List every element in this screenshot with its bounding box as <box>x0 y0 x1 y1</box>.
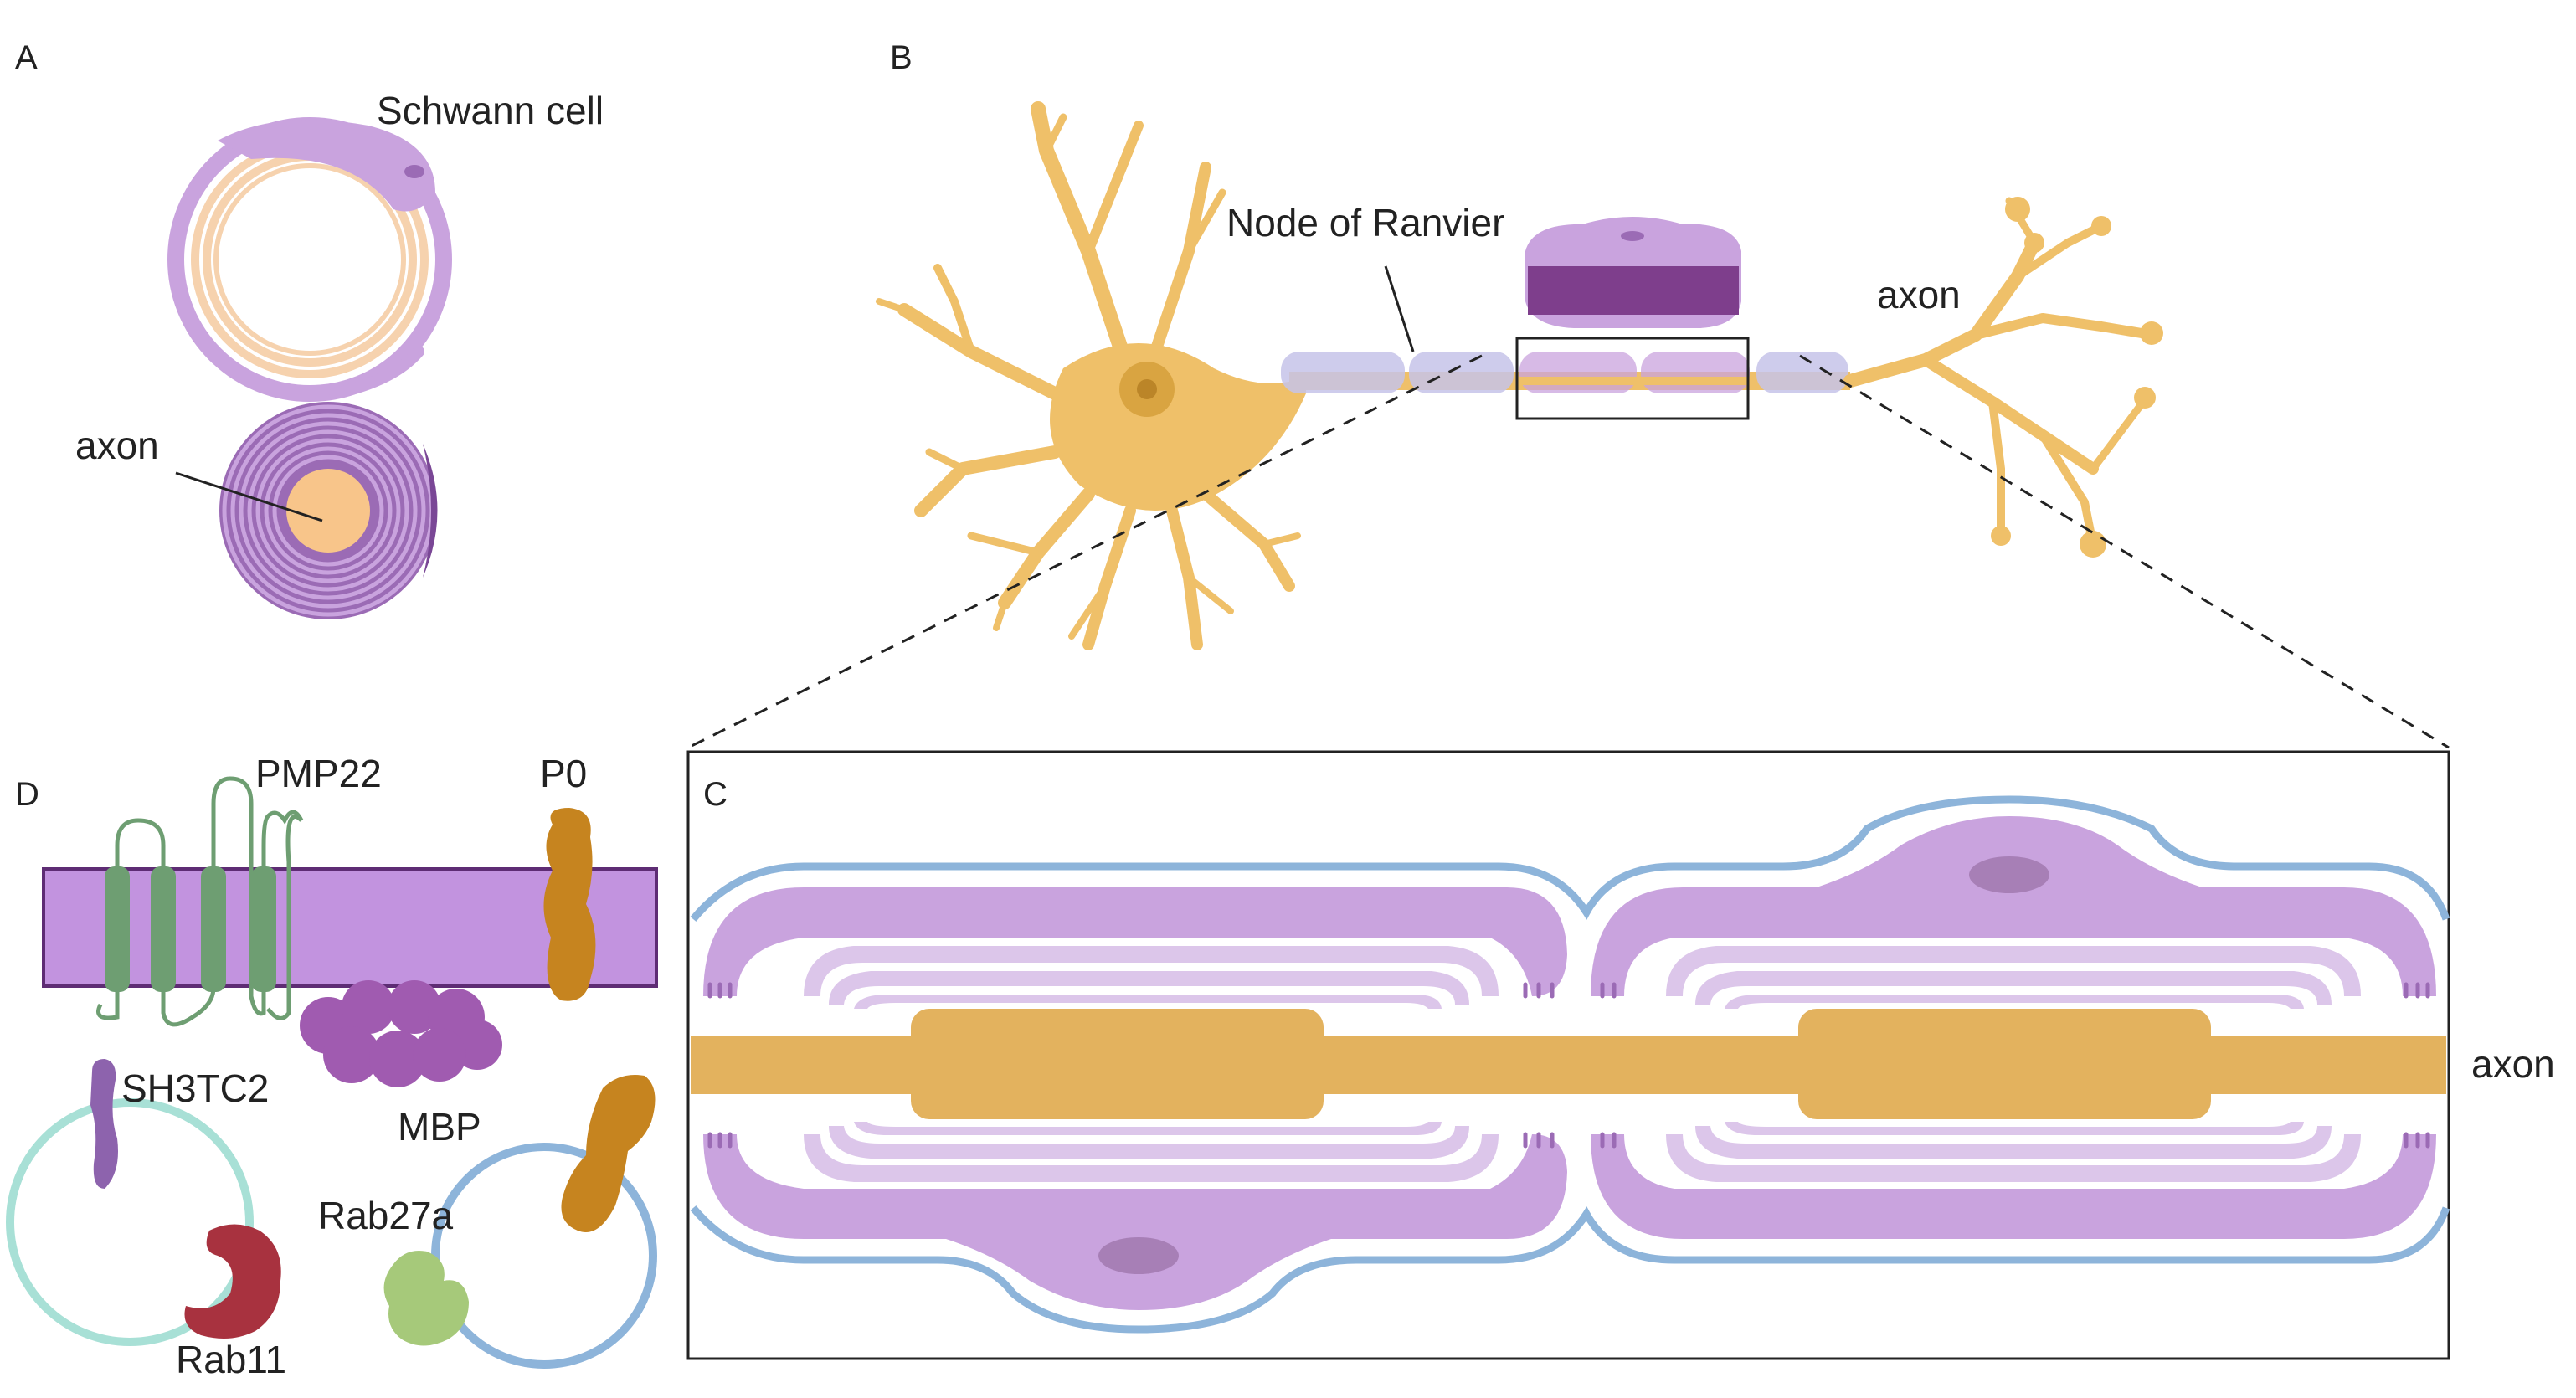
zoom-line-left <box>687 354 1483 749</box>
mbp-label: MBP <box>398 1105 481 1149</box>
rab27a-protein <box>383 1251 469 1346</box>
myelin-sheath-bottom-left <box>703 1122 1567 1310</box>
axon-core <box>691 1009 2446 1119</box>
p0-label: P0 <box>540 752 587 795</box>
myelin-sheath-bottom-right <box>1591 1122 2436 1239</box>
axon-terminal-boutons <box>1991 197 2163 558</box>
panel-a: A Schwann cell axon <box>15 39 604 619</box>
zoom-line-right <box>1799 354 2450 749</box>
axon-leader-line-a <box>175 471 323 522</box>
panel-label-c: C <box>703 776 728 813</box>
myelin-sheath-top-right <box>1591 816 2436 1009</box>
panel-d: D PMP22 P0 MBP <box>6 752 658 1381</box>
p0-protein <box>543 808 596 1001</box>
node-of-ranvier-label: Node of Ranvier <box>1226 201 1504 244</box>
basal-lamina-top <box>690 795 2450 922</box>
panel-c: C <box>686 750 2555 1360</box>
vesicle-teal <box>6 1098 254 1346</box>
sh3tc2-protein <box>90 1059 118 1189</box>
axon-label-b: axon <box>1877 273 1961 316</box>
panel-label-d: D <box>15 776 39 813</box>
axon-label-c: axon <box>2471 1042 2555 1086</box>
vesicle-blue <box>431 1143 657 1369</box>
paranodal-loops <box>707 982 2430 1149</box>
sh3tc2-label: SH3TC2 <box>121 1066 269 1110</box>
p0-vesicle-protein <box>561 1075 656 1232</box>
rab11-label: Rab11 <box>176 1338 286 1381</box>
basal-lamina-bottom <box>690 1205 2450 1334</box>
axon-label-a: axon <box>75 424 159 467</box>
schwann-cell-on-axon <box>1525 217 1741 328</box>
pmp22-label: PMP22 <box>255 752 382 795</box>
panel-b: B <box>687 39 2450 749</box>
rab27a-label: Rab27a <box>318 1194 454 1237</box>
axon-terminals <box>1843 197 2157 548</box>
myelinated-axon-cross-section <box>219 402 438 619</box>
myelin-sheath-top-left <box>703 887 1567 1009</box>
mbp-protein <box>300 980 502 1087</box>
myelin-segments <box>1281 352 1848 393</box>
neuron-soma <box>1050 343 1306 511</box>
node-leader-line <box>1384 265 1415 352</box>
panel-label-b: B <box>890 39 913 76</box>
pmp22-protein <box>96 776 304 1027</box>
zoom-region-box <box>1515 337 1750 420</box>
rab11-protein <box>184 1224 281 1339</box>
schwann-cell-wrapping <box>167 117 452 402</box>
schwann-cell-label: Schwann cell <box>377 89 604 132</box>
neuron-dendrites <box>876 101 1301 650</box>
panel-label-a: A <box>15 39 38 76</box>
